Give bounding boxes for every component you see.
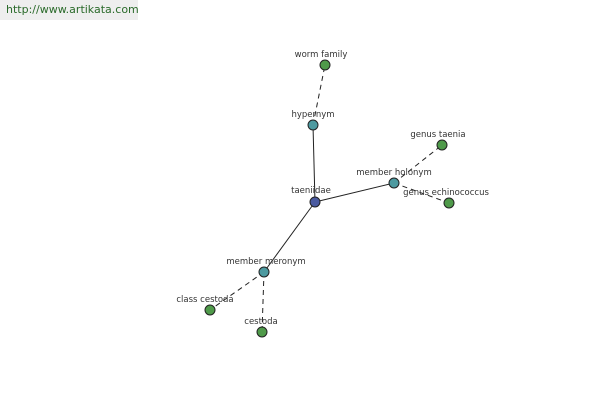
node-genus-taenia[interactable]: genus taenia xyxy=(410,130,466,151)
node-label-taeniidae: taeniidae xyxy=(291,186,331,196)
node-label-worm-family: worm family xyxy=(295,50,348,60)
site-url-link[interactable]: http://www.artikata.com xyxy=(0,0,139,20)
edge-member-meronym-class-cestoda xyxy=(209,271,265,311)
node-label-member-meronym: member meronym xyxy=(226,257,305,267)
node-label-hypernym: hypernym xyxy=(291,110,334,120)
leaf-node-circle[interactable] xyxy=(319,59,331,71)
node-hypernym[interactable]: hypernym xyxy=(291,110,335,131)
node-label-cestoda: cestoda xyxy=(244,317,277,327)
edge-member-holonym-genus-echinococcus xyxy=(393,182,450,204)
node-taeniidae[interactable]: taeniidae xyxy=(291,186,331,208)
node-label-genus-echinococcus: genus echinococcus xyxy=(403,188,489,198)
edge-center-member-meronym xyxy=(263,201,316,273)
nodes-layer: worm family hypernym genus taenia member… xyxy=(176,50,489,338)
node-label-genus-taenia: genus taenia xyxy=(410,130,465,140)
relation-node-circle[interactable] xyxy=(307,119,319,131)
edge-center-member-holonym xyxy=(314,182,395,203)
leaf-node-circle[interactable] xyxy=(436,139,448,151)
edge-hypernym-worm-family xyxy=(312,64,326,126)
edge-member-meronym-cestoda xyxy=(261,271,265,333)
node-label-class-cestoda: class cestoda xyxy=(176,295,233,305)
leaf-node-circle[interactable] xyxy=(204,304,216,316)
relation-node-circle[interactable] xyxy=(388,177,400,189)
leaf-node-circle[interactable] xyxy=(443,197,455,209)
node-label-member-holonym: member holonym xyxy=(356,168,431,178)
node-class-cestoda[interactable]: class cestoda xyxy=(176,295,234,316)
center-node-circle[interactable] xyxy=(309,196,321,208)
edge-member-holonym-genus-taenia xyxy=(393,144,443,184)
node-cestoda[interactable]: cestoda xyxy=(244,317,278,338)
edge-center-hypernym xyxy=(312,124,316,203)
node-genus-echinococcus[interactable]: genus echinococcus xyxy=(403,188,489,209)
node-member-meronym[interactable]: member meronym xyxy=(226,257,306,278)
node-worm-family[interactable]: worm family xyxy=(295,50,348,71)
node-member-holonym[interactable]: member holonym xyxy=(356,168,432,189)
leaf-node-circle[interactable] xyxy=(256,326,268,338)
edges-layer xyxy=(209,64,450,333)
relation-node-circle[interactable] xyxy=(258,266,270,278)
